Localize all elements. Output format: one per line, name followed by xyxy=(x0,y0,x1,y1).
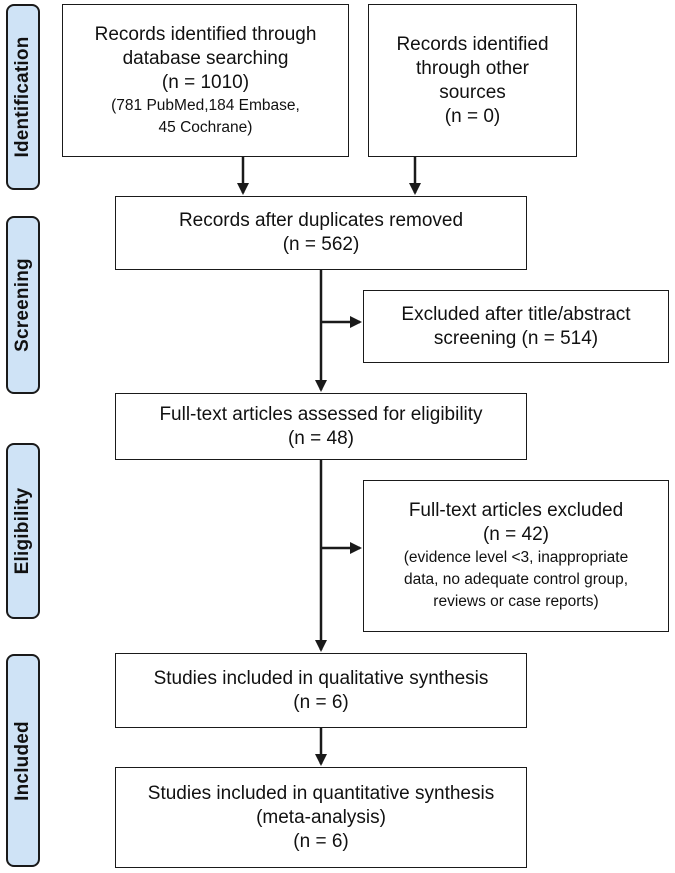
box-database-records: Records identified through database sear… xyxy=(62,4,349,157)
phase-eligibility: Eligibility xyxy=(6,443,40,619)
fulltext-excluded-count: (n = 42) xyxy=(482,524,549,545)
other-line-3: sources xyxy=(439,81,506,103)
excluded-screening-line-1: Excluded after title/abstract xyxy=(401,303,631,325)
box-quantitative-synthesis: Studies included in quantitative synthes… xyxy=(115,767,527,868)
box-duplicates-removed: Records after duplicates removed (n = 56… xyxy=(115,196,527,270)
phase-identification: Identification xyxy=(6,4,40,190)
box-fulltext-assessed: Full-text articles assessed for eligibil… xyxy=(115,393,527,460)
box-excluded-screening: Excluded after title/abstract screening … xyxy=(363,290,669,363)
fulltext-assessed-line-1: Full-text articles assessed for eligibil… xyxy=(159,403,483,425)
database-detail-1: (781 PubMed,184 Embase, xyxy=(111,96,300,114)
box-qualitative-synthesis: Studies included in qualitative synthesi… xyxy=(115,653,527,728)
phase-included: Included xyxy=(6,654,40,867)
other-line-1: Records identified xyxy=(396,33,549,55)
database-line-2: database searching xyxy=(122,47,289,69)
fulltext-excluded-detail-2: data, no adequate control group, xyxy=(403,571,629,588)
fulltext-excluded-detail-3: reviews or case reports) xyxy=(433,593,599,610)
other-count: (n = 0) xyxy=(444,105,501,127)
qualitative-line-1: Studies included in qualitative synthesi… xyxy=(153,667,489,689)
duplicates-count: (n = 562) xyxy=(282,234,360,255)
database-count: (n = 1010) xyxy=(161,71,250,93)
qualitative-count: (n = 6) xyxy=(293,691,349,713)
quantitative-count: (n = 6) xyxy=(293,830,349,852)
fulltext-excluded-detail-1: (evidence level <3, inappropriate xyxy=(403,549,629,566)
database-line-1: Records identified through xyxy=(94,23,317,45)
box-fulltext-excluded: Full-text articles excluded (n = 42) (ev… xyxy=(363,480,669,632)
excluded-screening-line-2: screening (n = 514) xyxy=(433,327,599,349)
fulltext-excluded-line-1: Full-text articles excluded xyxy=(408,500,624,521)
database-detail-2: 45 Cochrane) xyxy=(158,118,253,136)
quantitative-line-1: Studies included in quantitative synthes… xyxy=(147,782,495,804)
quantitative-line-2: (meta-analysis) xyxy=(256,806,386,828)
fulltext-assessed-count: (n = 48) xyxy=(287,427,354,449)
box-other-sources: Records identified through other sources… xyxy=(368,4,577,157)
phase-screening: Screening xyxy=(6,216,40,394)
duplicates-line-1: Records after duplicates removed xyxy=(178,210,464,231)
other-line-2: through other xyxy=(415,57,530,79)
